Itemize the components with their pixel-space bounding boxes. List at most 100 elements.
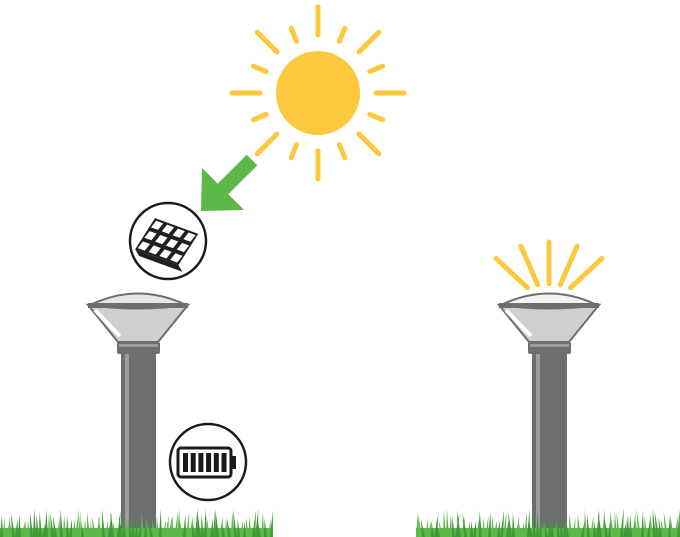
grass-blade	[620, 508, 624, 537]
glow-ray	[518, 243, 541, 288]
grass-blade	[27, 519, 30, 537]
grass-blade	[243, 521, 246, 537]
grass-blade	[138, 521, 142, 537]
grass-blade	[151, 517, 156, 537]
grass-blade	[593, 521, 596, 537]
grass-blade	[126, 518, 129, 537]
grass-blade	[626, 514, 629, 537]
grass-blade	[144, 511, 147, 537]
grass-blade	[456, 509, 461, 537]
grass-blade	[623, 520, 627, 537]
grass-blade	[431, 521, 434, 537]
solar-panel-cell	[150, 220, 164, 230]
grass-blade	[614, 511, 617, 537]
grass-blade	[485, 515, 489, 537]
solar-panel-cell	[159, 249, 172, 259]
grass-blade	[81, 521, 84, 537]
grass-blade	[10, 512, 15, 537]
grass-blade	[21, 521, 26, 537]
grass-blade	[213, 509, 216, 537]
sun-icon	[229, 4, 407, 182]
grass-blade	[634, 516, 638, 537]
sun-ray	[288, 25, 300, 44]
grass-blade	[503, 510, 507, 537]
grass-blade	[467, 520, 470, 537]
grass-blade	[476, 514, 480, 537]
grass-blade	[174, 510, 178, 537]
grass-blade	[178, 515, 183, 537]
grass-blade	[98, 515, 102, 537]
grass-blade	[257, 520, 261, 537]
grass-blade	[609, 509, 614, 537]
battery-bar	[206, 453, 212, 472]
battery-bar	[183, 453, 188, 472]
grass-blade	[590, 515, 594, 537]
grass-blade	[110, 510, 114, 537]
grass-blade	[528, 520, 533, 537]
grass-blade	[96, 515, 100, 537]
grass-blade	[452, 516, 455, 537]
grass-blade	[233, 509, 237, 537]
grass-blade	[145, 516, 150, 537]
sun-ray	[336, 142, 348, 161]
grass-blade	[652, 508, 656, 537]
grass-blade	[102, 509, 105, 537]
grass-blade	[569, 513, 572, 537]
solar-panel-cell	[165, 238, 179, 249]
grass-blade	[240, 520, 243, 537]
grass-blade	[658, 516, 662, 537]
grass-blade	[248, 515, 252, 537]
grass-blade	[221, 520, 225, 537]
grass-blade	[159, 509, 162, 537]
glow-ray	[567, 255, 605, 291]
grass-blade	[131, 513, 135, 537]
grass-blade	[270, 510, 273, 537]
grass-blade	[439, 520, 443, 537]
grass-blade	[443, 509, 446, 537]
sun-ray	[250, 63, 269, 75]
grass-blade	[210, 518, 213, 537]
grass-blade	[548, 515, 551, 537]
grass-blade	[668, 516, 671, 537]
battery-bar	[221, 453, 227, 472]
grass-blade	[632, 511, 636, 537]
sun-ray	[356, 29, 382, 55]
grass-blade	[512, 512, 515, 537]
grass-blade	[572, 517, 576, 537]
grass-blade	[539, 519, 542, 537]
solar-panel-icon	[128, 201, 208, 281]
grass-blade	[255, 508, 259, 537]
grass-right	[416, 508, 680, 537]
grass-blade	[506, 518, 509, 537]
sun-ray	[356, 131, 382, 157]
grass-blade	[677, 509, 680, 537]
grass-blade	[252, 509, 257, 537]
grass-blade	[446, 509, 449, 537]
grass-blade	[647, 518, 651, 537]
grass-blade	[674, 514, 679, 537]
grass-blade	[584, 509, 587, 537]
grass-blade	[462, 512, 467, 537]
grass-blade	[36, 514, 39, 537]
grass-blade	[63, 515, 66, 537]
grass-blade	[18, 514, 21, 537]
grass-blade	[30, 512, 33, 537]
grass-blade	[479, 510, 482, 537]
grass-blade	[15, 518, 18, 537]
grass-blade	[112, 520, 117, 537]
solar-panel-cell	[176, 242, 190, 253]
solar-panel-cell	[172, 228, 185, 238]
grass-blade	[156, 515, 159, 537]
grass-blade	[264, 518, 267, 537]
grass-blade	[425, 517, 429, 537]
solar-panel-cell	[155, 235, 168, 245]
grass-blade	[66, 515, 69, 537]
grass-blade	[482, 517, 485, 537]
crescent-moon-icon	[572, 63, 613, 141]
battery-bar	[213, 453, 219, 472]
grass-blade	[237, 518, 240, 537]
grass-blade	[148, 520, 153, 537]
sun-ray	[254, 131, 280, 157]
glow-ray	[557, 243, 580, 288]
grass-blade	[84, 518, 87, 537]
